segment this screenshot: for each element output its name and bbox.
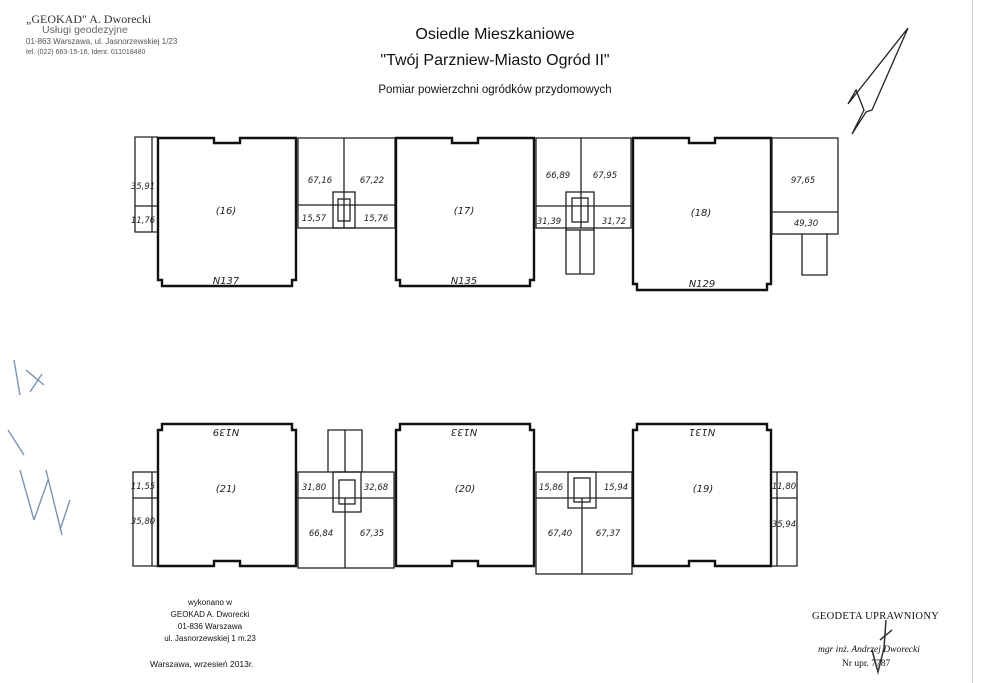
building-21 (156, 422, 298, 568)
building-label-21: (21) (216, 484, 237, 495)
plot-area-6716: 67,16 (308, 176, 333, 186)
plot-area-3594: 35,94 (772, 520, 796, 530)
garden-plots-21-20 (297, 429, 395, 569)
building-label-17: (17) (454, 206, 475, 217)
made-by-postcode: 01-836 Warszawa (177, 622, 243, 631)
plot-area-1576: 15,76 (364, 214, 389, 224)
stamp-phone: tel. (022) 663-15-16, Ident. 011018480 (26, 49, 146, 56)
plot-area-1557: 15,57 (302, 214, 327, 224)
made-by-label: wykonano w (187, 598, 233, 607)
document-title: Osiedle Mieszkaniowe (415, 26, 575, 43)
document-date: Warszawa, wrzesień 2013r. (150, 659, 254, 669)
plot-area-3139: 31,39 (537, 217, 561, 227)
house-number-n135: N135 (451, 276, 478, 287)
plot-area-1594: 15,94 (604, 483, 628, 493)
document-description: Pomiar powierzchni ogródków przydomowych (378, 84, 612, 96)
made-by-street: ul. Jasnorzewskiej 1 m.23 (164, 634, 256, 643)
house-number-n131: N131 (689, 426, 716, 437)
garden-plots-16-left (134, 136, 158, 233)
building-17 (394, 136, 536, 288)
building-label-18: (18) (691, 208, 712, 219)
plot-area-3268: 32,68 (364, 483, 389, 493)
surveyor-name: mgr inż. Andrzej Dworecki (818, 645, 920, 655)
house-number-n129: N129 (689, 279, 716, 290)
plot-area-1180: 11,80 (772, 482, 796, 492)
plot-area-6722: 67,22 (360, 176, 384, 186)
building-label-16: (16) (216, 206, 237, 217)
house-number-n139: N139 (213, 426, 240, 437)
building-label-20: (20) (455, 484, 476, 495)
surveyor-title: GEODETA UPRAWNIONY (812, 611, 940, 622)
document-subtitle: "Twój Parzniew-Miasto Ogród II" (380, 52, 610, 69)
plot-area-1155: 11,55 (131, 482, 155, 492)
made-by-company: GEOKAD A. Dworecki (170, 610, 250, 619)
garden-plots-17-18 (535, 137, 632, 275)
stamp-address: 01-863 Warszawa, ul. Jasnorzewskiej 1/23 (26, 37, 178, 46)
building-18 (631, 136, 773, 292)
plot-area-4930: 49,30 (794, 219, 818, 229)
plot-area-6737: 67,37 (596, 529, 621, 539)
plot-area-3580: 35,80 (131, 517, 155, 527)
plot-area-6689: 66,89 (546, 171, 570, 181)
plot-area-6735: 67,35 (360, 529, 384, 539)
surveyor-license-number: Nr upr. 7787 (842, 659, 891, 669)
plot-area-3172: 31,72 (602, 217, 626, 227)
north-arrow-icon (847, 27, 909, 135)
plot-area-9765: 97,65 (791, 176, 815, 186)
signature-icon (871, 619, 893, 675)
building-20 (394, 422, 536, 568)
stamp-services: Usługi geodezyjne (42, 24, 128, 36)
made-by-block: wykonano w GEOKAD A. Dworecki 01-836 War… (140, 597, 280, 645)
plot-area-3591: 35,91 (131, 182, 155, 192)
garden-plots-21-left (132, 471, 158, 567)
building-16 (156, 136, 298, 288)
plot-area-6795: 67,95 (593, 171, 617, 181)
garden-plots-18-right (771, 137, 839, 276)
plot-area-3180: 31,80 (302, 483, 326, 493)
garden-plots-19-right (771, 471, 798, 567)
house-number-n133: N133 (451, 426, 478, 437)
company-stamp: „GEOKAD" A. Dworecki Usługi geodezyjne 0… (26, 12, 226, 58)
building-19 (631, 422, 773, 568)
plot-area-6684: 66,84 (309, 529, 333, 539)
handwritten-margin-mark-icon (7, 359, 71, 536)
plot-area-6740: 67,40 (548, 529, 572, 539)
house-number-n137: N137 (213, 276, 240, 287)
plot-area-1586: 15,86 (539, 483, 564, 493)
plot-area-1176: 11,76 (131, 216, 156, 226)
building-label-19: (19) (693, 484, 714, 495)
page-edge-line (972, 0, 973, 683)
stamp-company-name: „GEOKAD" A. Dworecki (26, 12, 152, 26)
